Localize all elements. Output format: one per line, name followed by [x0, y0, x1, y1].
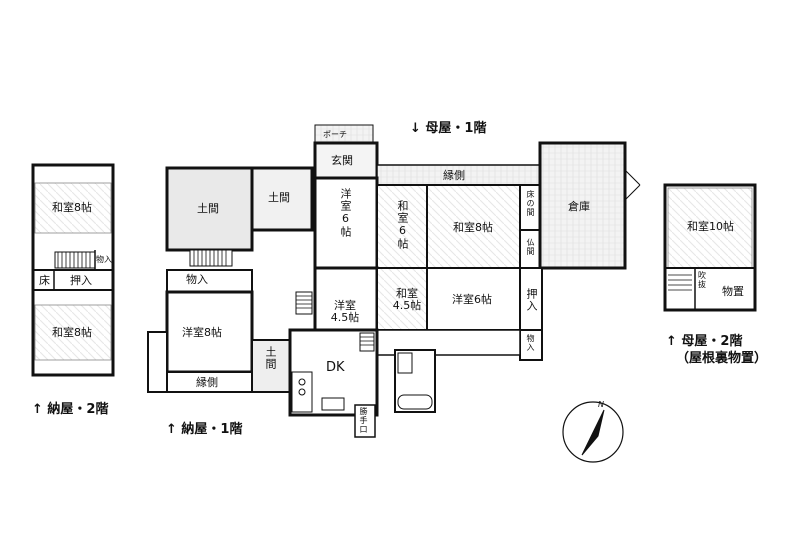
annex1-western-room-label: 洋室8帖 [182, 326, 222, 339]
compass [562, 401, 624, 463]
caption-main-floor1: ↓ 母屋・1階 [410, 121, 487, 136]
main1-altar-label: 仏間 [526, 238, 535, 256]
annex2-alcove-label: 床 [39, 274, 50, 287]
main-floor2-plan [663, 183, 757, 312]
annex1-storage-label: 物入 [186, 273, 208, 286]
main1-japanese-8-label: 和室8帖 [453, 221, 493, 234]
annex2-closet-small-label: 物入 [96, 255, 112, 264]
main1-closet-label: 押入 [525, 288, 538, 312]
compass-north-label: N [598, 400, 604, 409]
main1-dk-label: DK [326, 360, 345, 375]
annex2-top-room-label: 和室8帖 [52, 201, 92, 214]
main1-entrance-label: 玄関 [331, 154, 353, 167]
annex2-bottom-room-label: 和室8帖 [52, 326, 92, 339]
main1-japanese-6-label: 和室6帖 [396, 200, 409, 250]
main1-western-6-label: 洋室6帖 [339, 188, 352, 238]
main1-alcove-label: 床の間 [526, 190, 535, 217]
caption-main-floor2-line1: ↑ 母屋・2階 [666, 334, 743, 349]
main1-warehouse-label: 倉庫 [568, 200, 590, 213]
main1-back-door-label: 勝手口 [359, 407, 368, 434]
annex1-dirt-floor-left-label: 土間 [197, 202, 219, 215]
main1-western-6b-label: 洋室6帖 [452, 293, 492, 306]
main1-porch-label: ポーチ [323, 130, 347, 139]
main1-japanese-45-label: 和室4.5帖 [392, 287, 422, 312]
annex1-dirt-floor-right-label: 土間 [268, 191, 290, 204]
annex1-veranda-label: 縁側 [196, 376, 218, 389]
caption-annex-floor2: ↑ 納屋・2階 [32, 402, 109, 417]
annex1-dirt-floor-small-label: 土間 [264, 346, 277, 370]
caption-annex-floor1: ↑ 納屋・1階 [166, 422, 243, 437]
annex-floor2-plan [31, 163, 115, 377]
main-floor1-plan [288, 124, 641, 438]
main1-storage-label: 物入 [526, 334, 535, 352]
main2-storage-label: 物置 [722, 285, 744, 298]
main1-western-45-label: 洋室4.5帖 [330, 299, 360, 324]
main2-void-label: 吹抜 [698, 271, 706, 289]
main1-veranda-label: 縁側 [443, 169, 465, 182]
annex2-closet-label: 押入 [70, 274, 92, 287]
caption-main-floor2-line2: （屋根裏物置） [676, 351, 768, 366]
main2-room-label: 和室10帖 [687, 220, 734, 233]
annex-floor1-plan [147, 166, 314, 393]
